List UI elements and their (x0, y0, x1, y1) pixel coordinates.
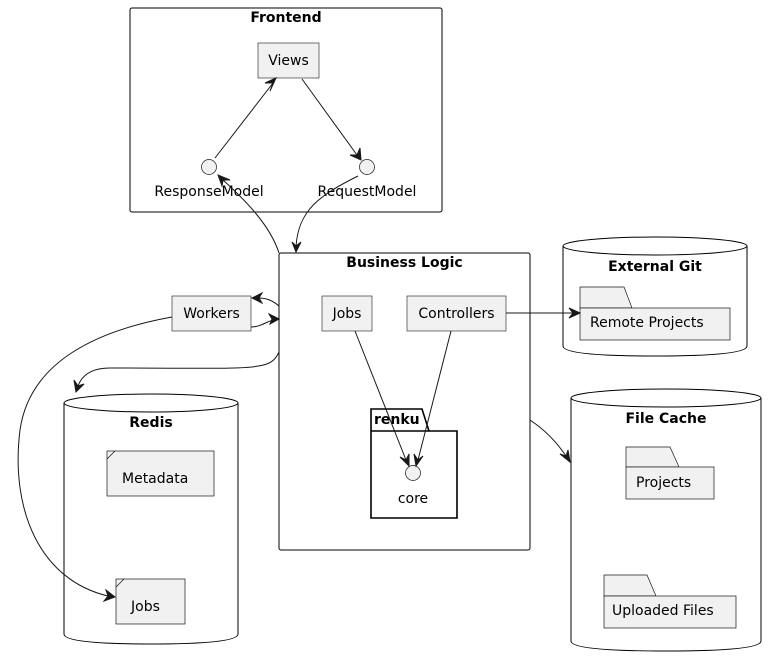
edge-bl-to-workers (250, 291, 280, 307)
request-model-label: RequestModel (318, 184, 417, 200)
response-model-interface[interactable]: ResponseModel (154, 159, 264, 201)
renku-package: renku (370, 408, 458, 519)
redis-jobs-label: Jobs (130, 599, 160, 615)
redis-metadata-label: Metadata (122, 471, 188, 487)
remote-projects-label: Remote Projects (590, 315, 704, 331)
edges (17, 76, 582, 603)
controllers-label: Controllers (418, 306, 494, 322)
request-model-interface[interactable]: RequestModel (318, 159, 417, 201)
core-label: core (398, 491, 428, 507)
edge-response-to-views (214, 76, 278, 159)
bl-jobs-node[interactable]: Jobs (321, 295, 373, 332)
frontend-frame: Frontend (129, 7, 443, 213)
redis-metadata-frame[interactable]: Metadata (106, 450, 215, 497)
bl-jobs-label: Jobs (332, 306, 362, 322)
frontend-title: Frontend (250, 10, 321, 26)
edge-workers-to-bl (250, 312, 281, 328)
file-cache-title: File Cache (625, 411, 706, 427)
uploaded-files-label: Uploaded Files (612, 603, 714, 619)
business-logic-title: Business Logic (346, 255, 462, 271)
controllers-node[interactable]: Controllers (406, 295, 507, 332)
external-git-title: External Git (608, 259, 702, 275)
edge-bl-to-redis (73, 351, 280, 394)
views-label: Views (268, 53, 309, 69)
edge-views-to-request (301, 78, 362, 161)
edge-request-to-bl (291, 175, 359, 254)
core-interface[interactable]: core (398, 465, 428, 508)
workers-label: Workers (183, 306, 240, 322)
projects-label: Projects (636, 475, 691, 491)
response-model-label: ResponseModel (154, 184, 263, 200)
edge-jobs-to-core (354, 330, 410, 468)
redis-title: Redis (129, 415, 172, 431)
redis-jobs-frame[interactable]: Jobs (115, 578, 186, 625)
edge-controllers-to-remote (506, 307, 582, 319)
edge-controllers-to-core (413, 330, 452, 468)
remote-projects-folder[interactable]: Remote Projects (579, 286, 731, 341)
views-node[interactable]: Views (257, 42, 320, 79)
projects-folder[interactable]: Projects (625, 446, 715, 500)
uploaded-files-folder[interactable]: Uploaded Files (603, 574, 737, 629)
edge-workers-to-redis-jobs (17, 316, 173, 603)
edge-bl-to-response (217, 174, 280, 254)
workers-node[interactable]: Workers (171, 295, 252, 332)
renku-package-label: renku (374, 412, 420, 428)
edge-bl-to-file-cache (529, 419, 571, 464)
